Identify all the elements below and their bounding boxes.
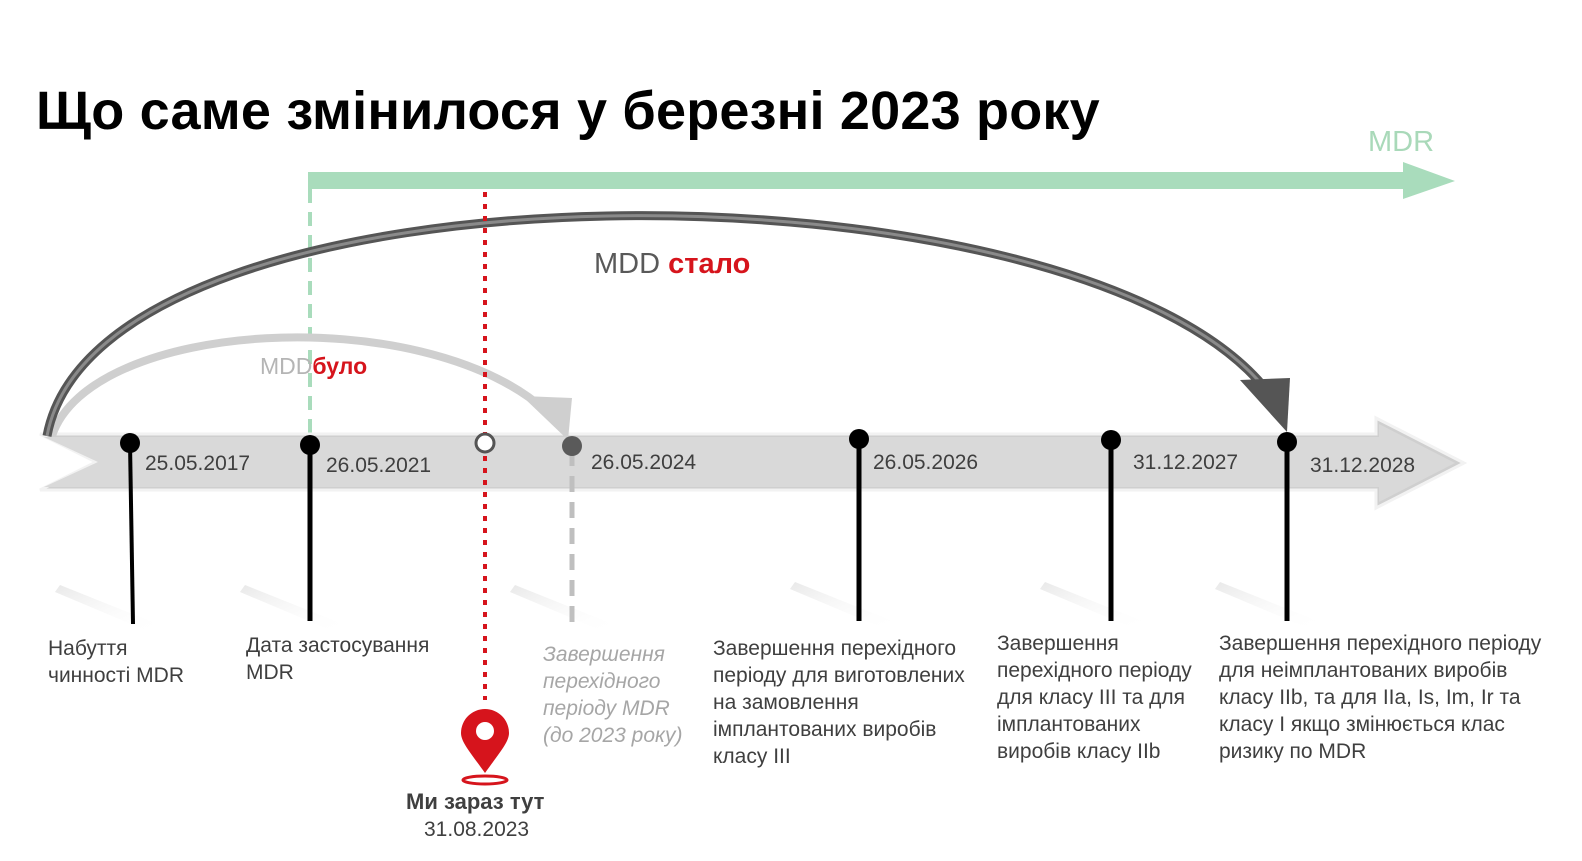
milestone-description: Завершення перехідного періоду для неімп…: [1219, 632, 1542, 763]
date-label: 26.05.2024: [591, 451, 697, 474]
now-marker-dot: [474, 432, 496, 454]
mdd-was-label: MDDбуло: [260, 353, 367, 380]
milestone-dots: [120, 429, 1297, 456]
date-label: 26.05.2021: [326, 454, 432, 477]
location-pin-icon: [461, 709, 509, 786]
date-label: 31.12.2027: [1133, 451, 1239, 474]
we-are-here-date: 31.08.2023: [424, 818, 530, 841]
date-label: 31.12.2028: [1310, 454, 1416, 477]
timeline-arrow: [39, 415, 1468, 511]
milestone-description: Завершення перехідного періоду для вигот…: [713, 637, 965, 768]
milestone-description: Завершення перехідного періоду для класу…: [997, 632, 1192, 763]
mdd-now-arc: [42, 211, 1290, 437]
mdd-was-arc: [48, 333, 572, 440]
we-are-here-label: Ми зараз тут: [406, 789, 545, 814]
page-title: Що саме змінилося у березні 2023 року: [36, 81, 1100, 141]
milestone-stems: [128, 440, 1290, 625]
milestone-description: Дата застосування MDR: [246, 634, 430, 684]
mdd-now-label: MDD стало: [594, 248, 750, 281]
milestone-description: Набуття чинності MDR: [48, 637, 184, 687]
date-label: 25.05.2017: [145, 452, 251, 475]
mdr-arrow: [308, 162, 1455, 199]
mdr-label: MDR: [1368, 126, 1435, 158]
mdd-now-prefix: MDD: [594, 248, 661, 280]
date-label: 26.05.2026: [873, 451, 979, 474]
milestone-shadows: [55, 582, 1320, 632]
mdd-now-word: стало: [668, 248, 751, 280]
mdd-was-word: було: [312, 353, 368, 379]
mdd-was-prefix: MDD: [260, 353, 313, 379]
milestone-description: Завершення перехідного періоду MDR (до 2…: [543, 643, 683, 747]
